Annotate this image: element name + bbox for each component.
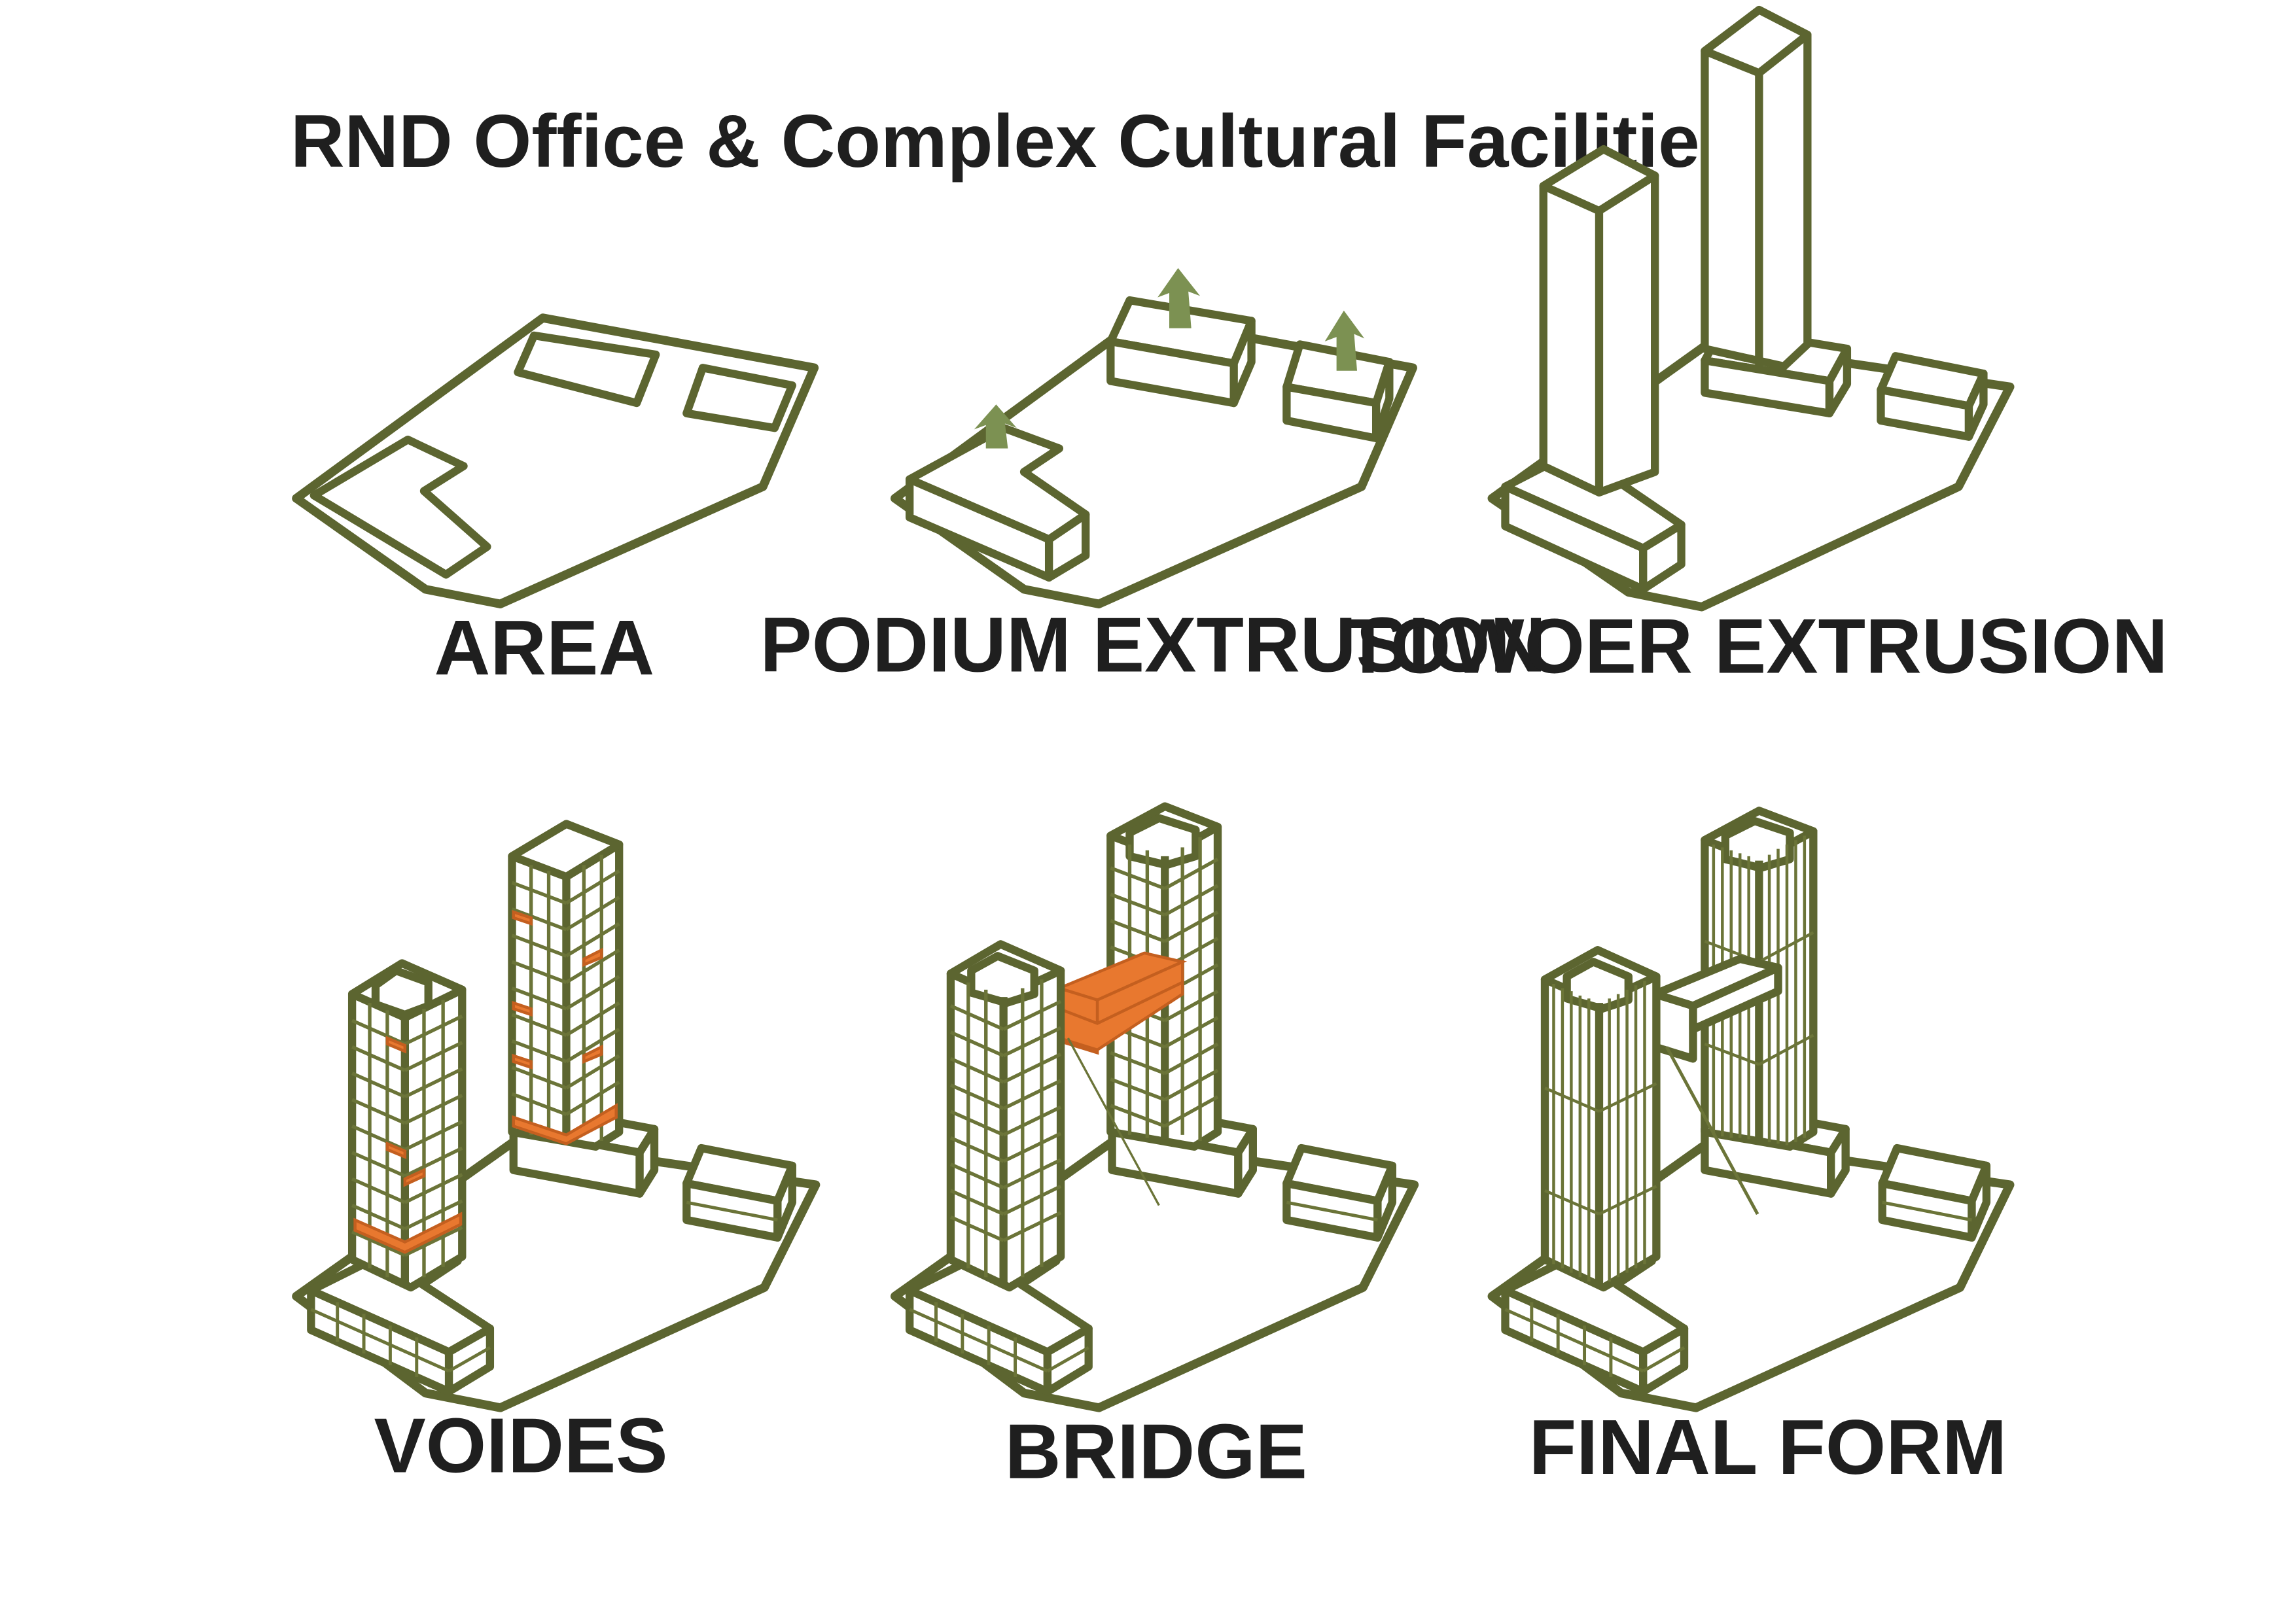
extrude-arrow-icon [974,404,1017,449]
panel-podium-extrusion: PODIUM EXTRUSION [760,268,1547,688]
podium-footprint-east [682,364,796,432]
caption-bridge: BRIDGE [1005,1408,1307,1495]
caption-final-form: FINAL FORM [1529,1404,2007,1491]
podium-footprint-center [514,331,660,408]
podium-east-block [1282,340,1394,443]
podium-east-block [682,1143,796,1242]
caption-voides: VOIDES [374,1403,667,1490]
tower-west-final [1540,946,1661,1292]
podium-center-block [1106,296,1256,408]
panel-bridge: BRIDGE [890,802,1419,1495]
panel-voides: VOIDES [292,820,821,1490]
panel-area: AREA [292,313,819,691]
extrude-arrow-icon [1157,268,1201,328]
diagram-title: RND Office & Complex Cultural Facilities [291,99,1741,183]
podium-footprint-l [309,435,491,579]
panel-tower-extrusion: TOWOER EXTRUSION [1344,5,2168,690]
tower-east [1701,5,1812,372]
caption-tower-extrusion: TOWOER EXTRUSION [1344,603,2168,690]
tower-west-with-voids [347,959,467,1292]
extrude-arrow-icon [1324,310,1365,371]
caption-area: AREA [434,604,654,691]
podium-l-block [905,424,1090,582]
skybridge [1055,951,1188,1206]
tower-east-with-voids [508,820,624,1151]
panel-final-form: FINAL FORM [1487,807,2015,1491]
tower-west [1539,145,1659,497]
tower-west [946,940,1065,1292]
caption-podium-extrusion: PODIUM EXTRUSION [760,601,1547,688]
tower-east [1106,802,1222,1151]
